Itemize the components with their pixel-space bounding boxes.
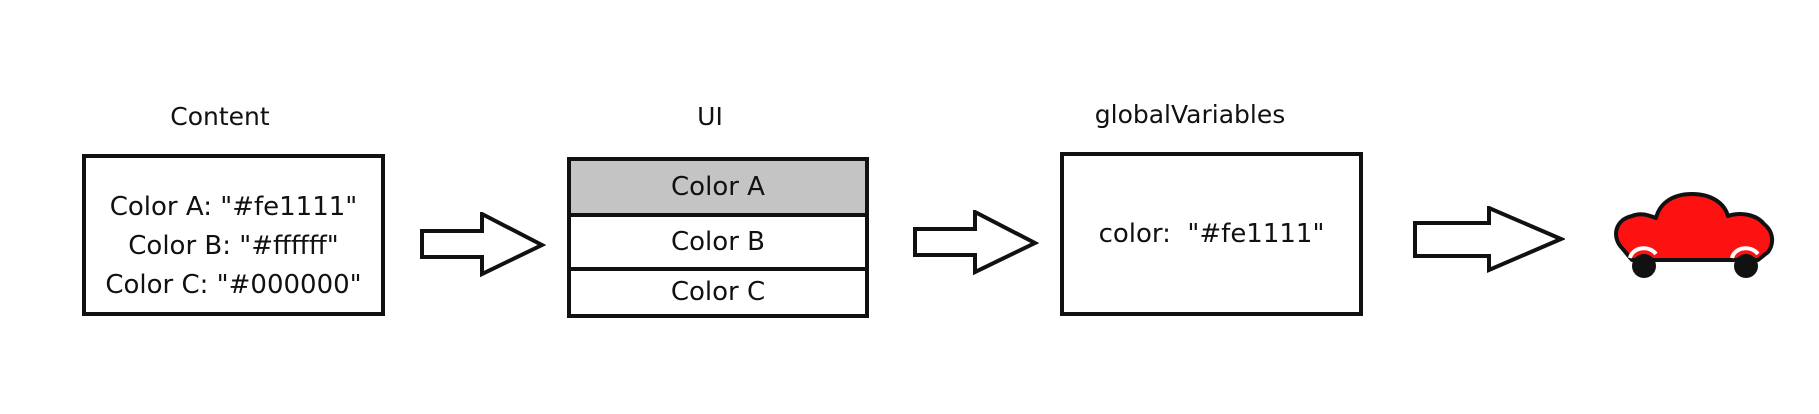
global-variables-box: color: "#fe1111" [1060, 152, 1363, 316]
arrow-right-icon [913, 210, 1039, 276]
ui-item-color-b[interactable]: Color B [571, 217, 865, 267]
content-title: Content [170, 102, 270, 131]
arrow-right-icon [1413, 206, 1565, 274]
content-line-color-c: Color C: "#000000" [105, 270, 362, 300]
ui-title: UI [697, 102, 723, 131]
content-lines: Color A: "#fe1111" Color B: "#ffffff" Co… [86, 188, 381, 305]
list-divider [571, 267, 865, 271]
content-box: Color A: "#fe1111" Color B: "#ffffff" Co… [82, 154, 385, 316]
car-icon [1614, 192, 1775, 278]
ui-color-list: Color A Color B Color C [567, 157, 869, 318]
ui-item-color-a[interactable]: Color A [571, 161, 865, 213]
content-line-color-b: Color B: "#ffffff" [128, 231, 339, 261]
content-line-color-a: Color A: "#fe1111" [109, 192, 358, 222]
arrow-right-icon [420, 212, 546, 278]
global-variable-color: color: "#fe1111" [1098, 219, 1325, 249]
list-divider [571, 213, 865, 217]
global-variables-title: globalVariables [1094, 100, 1286, 129]
ui-item-color-c[interactable]: Color C [571, 271, 865, 314]
